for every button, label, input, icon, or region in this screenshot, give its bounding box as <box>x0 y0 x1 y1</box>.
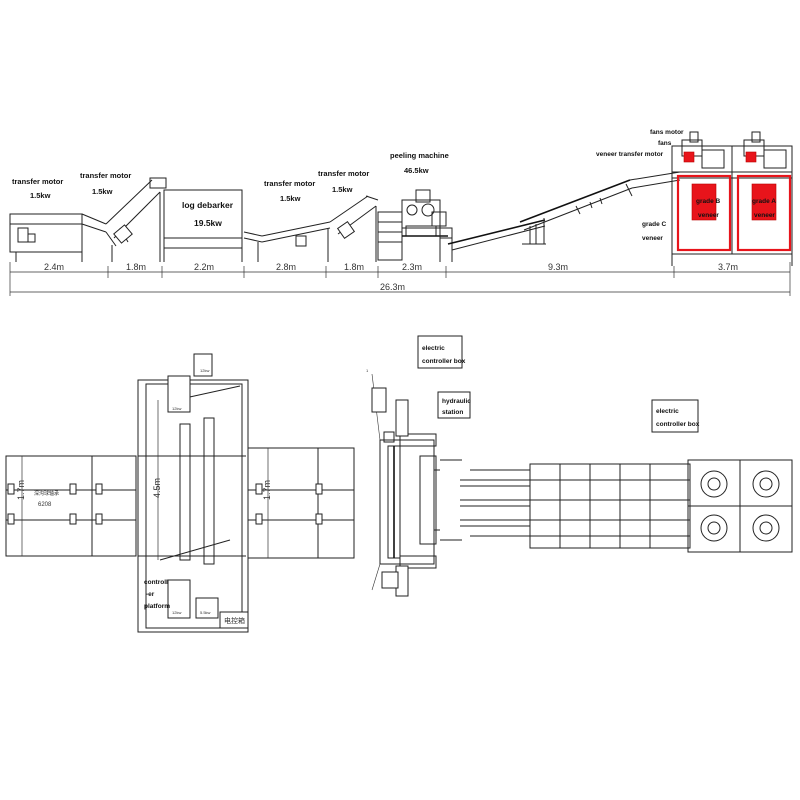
label-power-4: 1.5kw <box>332 185 353 194</box>
label-power-1: 1.5kw <box>30 191 51 200</box>
electric-box-2 <box>651 399 699 433</box>
dim-width-debarker: 4.5m <box>152 478 162 498</box>
inclined-conveyor-4 <box>329 195 379 262</box>
peeling-machine-elevation <box>377 189 453 262</box>
veneer-sorting-station <box>671 131 793 266</box>
label-log-debarker: log debarker <box>182 200 234 210</box>
label-transfer-motor-4: transfer motor <box>318 169 369 178</box>
platform-label-3: platform <box>144 603 170 610</box>
label-fans-motor: fans motor <box>650 129 684 136</box>
label-veneer-c: veneer <box>642 235 663 242</box>
label-veneer-b: veneer <box>698 212 719 219</box>
dim-seg3: 2.2m <box>194 262 214 272</box>
dim-total: 26.3m <box>380 282 405 292</box>
plan-left-conveyor: 1.7m 深沟球轴承 6208 <box>5 455 137 557</box>
label-grade-a: grade A <box>752 198 776 205</box>
electric-box-1-line2: controller box <box>422 358 466 365</box>
electric-box-2-line1: electric <box>656 408 679 415</box>
motor-tag-3: 12kw <box>172 610 181 615</box>
dim-seg4: 2.8m <box>276 262 296 272</box>
electric-box-1 <box>417 335 463 369</box>
label-debarker-power: 19.5kw <box>194 218 222 228</box>
peeler-tag: 1 <box>366 368 369 373</box>
dim-seg6: 2.3m <box>402 262 422 272</box>
dim-seg7: 9.3m <box>548 262 568 272</box>
dim-seg2: 1.8m <box>126 262 146 272</box>
plan-view: 1.7m 深沟球轴承 6208 12kw 12kw 12kw 5.5kw 4.5… <box>5 335 793 633</box>
plan-debarker: 12kw 12kw 12kw 5.5kw 4.5m controll -er p… <box>137 353 249 633</box>
transfer-conveyor-1 <box>9 213 107 262</box>
hydraulic-station <box>437 391 471 419</box>
dim-width-right: 1.7m <box>262 480 272 500</box>
label-power-2: 1.5kw <box>92 187 113 196</box>
hydraulic-line2: station <box>442 409 463 416</box>
bearing-code: 6208 <box>38 502 52 508</box>
veneer-inclined-conveyor <box>447 171 681 251</box>
elevation-dimensions: 2.4m 1.8m 2.2m 2.8m 1.8m 2.3m 9.3m 3.7m … <box>9 262 791 296</box>
motor-tag-4: 5.5kw <box>200 610 211 615</box>
transfer-conveyor-3 <box>243 221 331 262</box>
plan-peeling-machine: 1 <box>366 368 462 597</box>
label-peeling-machine: peeling machine <box>390 151 449 160</box>
label-power-3: 1.5kw <box>280 194 301 203</box>
plan-right-conveyor: 1.7m <box>247 447 355 559</box>
hydraulic-line1: hydraulic <box>442 398 471 405</box>
motor-tag-1: 12kw <box>200 368 209 373</box>
electric-box-2-line2: controller box <box>656 421 700 428</box>
dim-width-left: 1.7m <box>16 480 26 500</box>
label-transfer-motor-2: transfer motor <box>80 171 131 180</box>
label-peeling-power: 46.5kw <box>404 166 429 175</box>
platform-label-1: controll <box>144 579 168 586</box>
label-veneer-transfer-motor: veneer transfer motor <box>596 151 664 158</box>
inclined-conveyor-2 <box>105 177 167 262</box>
dim-seg8: 3.7m <box>718 262 738 272</box>
motor-tag-2: 12kw <box>172 406 181 411</box>
plan-veneer-rails <box>460 469 530 537</box>
electric-box-1-line1: electric <box>422 345 445 352</box>
label-fans: fans <box>658 140 672 147</box>
dim-seg5: 1.8m <box>344 262 364 272</box>
log-debarker-elevation <box>163 189 243 262</box>
elevation-view: transfer motor 1.5kw transfer motor 1.5k… <box>9 129 793 296</box>
platform-label-2: -er <box>146 591 155 598</box>
label-transfer-motor-1: transfer motor <box>12 177 63 186</box>
label-grade-b: grade B <box>696 198 721 205</box>
label-grade-c: grade C <box>642 221 667 228</box>
box-cjk: 电控箱 <box>224 616 245 625</box>
label-veneer-a: veneer <box>754 212 775 219</box>
label-transfer-motor-3: transfer motor <box>264 179 315 188</box>
plan-stacker <box>529 459 793 553</box>
dim-seg1: 2.4m <box>44 262 64 272</box>
bearing-cjk: 深沟球轴承 <box>34 490 59 497</box>
